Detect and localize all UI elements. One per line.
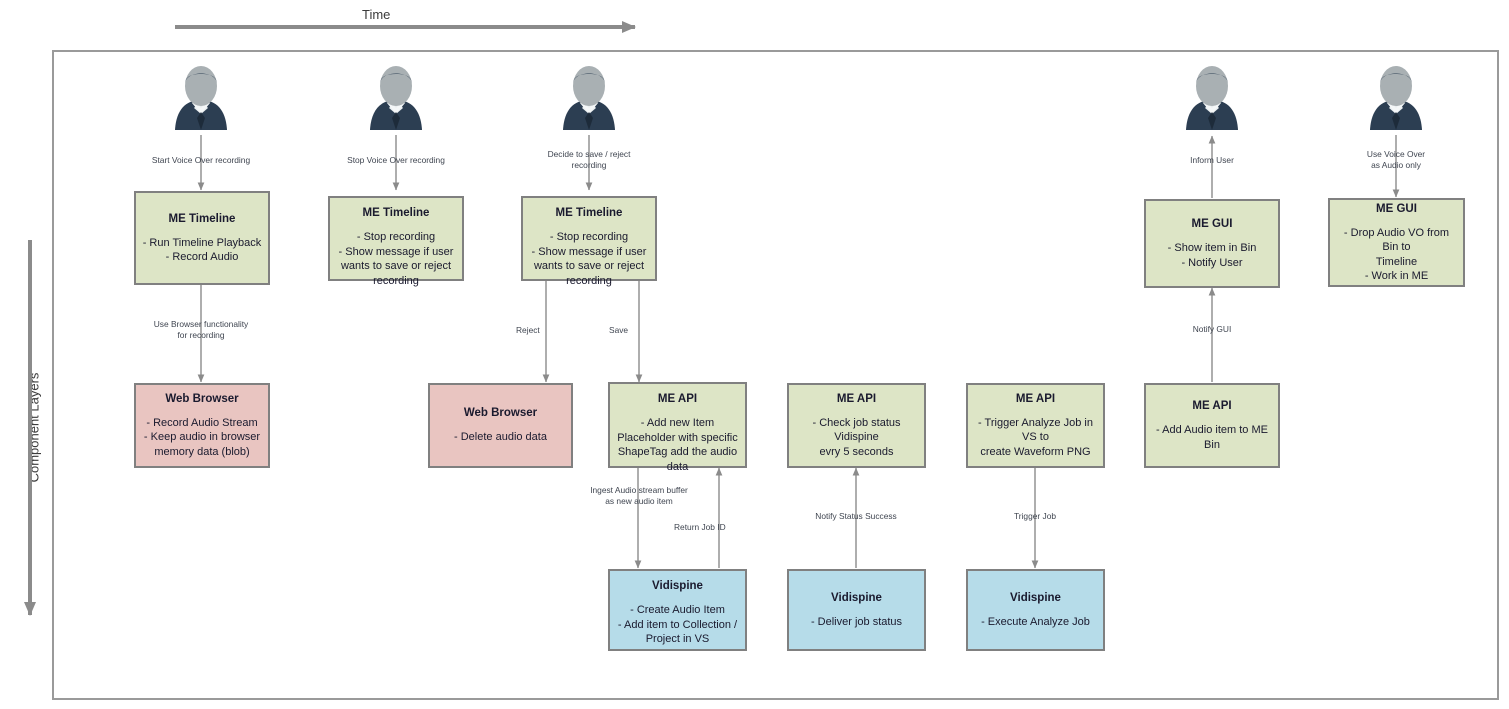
node-web-browser-2[interactable]: Web Browser - Delete audio data bbox=[428, 383, 573, 468]
node-title: ME Timeline bbox=[168, 212, 236, 225]
node-me-gui-1[interactable]: ME GUI - Show item in Bin - Notify User bbox=[1144, 199, 1280, 288]
node-me-api-1[interactable]: ME API - Add new Item Placeholder with s… bbox=[608, 382, 747, 473]
time-axis-label: Time bbox=[362, 7, 391, 22]
node-body: - Add Audio item to ME Bin bbox=[1156, 424, 1268, 451]
node-title: ME API bbox=[1192, 400, 1232, 412]
edge-label-inform-user: Inform User bbox=[1190, 155, 1234, 165]
node-title: ME API bbox=[836, 392, 877, 405]
node-title: Vidispine bbox=[1010, 591, 1061, 604]
node-body: - Record Audio Stream - Keep audio in br… bbox=[143, 416, 261, 458]
node-title: ME API bbox=[657, 393, 698, 405]
edge-label-use-voice-over: Use Voice Over as Audio only bbox=[1366, 149, 1426, 170]
component-layers-axis-label: Component Layers bbox=[26, 372, 42, 483]
node-title: ME Timeline bbox=[362, 207, 430, 219]
node-body: - Execute Analyze Job bbox=[981, 615, 1090, 628]
node-me-api-2[interactable]: ME API - Check job status Vidispine evry… bbox=[787, 383, 926, 468]
node-body: - Trigger Analyze Job in VS to create Wa… bbox=[978, 416, 1093, 458]
edge-label-notify-status-success: Notify Status Success bbox=[815, 511, 897, 521]
node-me-api-3[interactable]: ME API - Trigger Analyze Job in VS to cr… bbox=[966, 383, 1105, 468]
node-title: Vidispine bbox=[831, 591, 882, 604]
diagram-frame bbox=[52, 50, 1499, 700]
node-me-timeline-3[interactable]: ME Timeline - Stop recording - Show mess… bbox=[521, 196, 657, 287]
node-vidispine-1[interactable]: Vidispine - Create Audio Item - Add item… bbox=[608, 569, 747, 651]
node-body: - Create Audio Item - Add item to Collec… bbox=[617, 604, 738, 645]
node-vidispine-3[interactable]: Vidispine - Execute Analyze Job bbox=[966, 569, 1105, 651]
edge-label-return-job-id: Return Job ID bbox=[674, 522, 726, 532]
node-title: Vidispine bbox=[652, 580, 703, 592]
node-body: - Check job status Vidispine evry 5 seco… bbox=[812, 416, 901, 458]
node-title: ME GUI bbox=[1376, 202, 1417, 215]
node-body: - Delete audio data bbox=[454, 431, 547, 444]
node-body: - Add new Item Placeholder with specific… bbox=[617, 417, 738, 473]
edge-label-reject: Reject bbox=[516, 325, 540, 335]
node-title: ME API bbox=[1015, 392, 1056, 405]
node-me-timeline-1[interactable]: ME Timeline - Run Timeline Playback - Re… bbox=[134, 191, 270, 285]
node-body: - Stop recording - Show message if user … bbox=[338, 231, 454, 287]
node-title: ME GUI bbox=[1191, 218, 1233, 230]
node-body: - Stop recording - Show message if user … bbox=[531, 231, 647, 287]
edge-label-decide-save-reject: Decide to save / reject recording bbox=[547, 149, 631, 170]
edge-label-trigger-job: Trigger Job bbox=[1013, 511, 1057, 521]
node-body: - Drop Audio VO from Bin to Timeline - W… bbox=[1343, 226, 1450, 283]
node-web-browser-1[interactable]: Web Browser - Record Audio Stream - Keep… bbox=[134, 383, 270, 468]
node-title: ME Timeline bbox=[555, 207, 623, 219]
node-me-timeline-2[interactable]: ME Timeline - Stop recording - Show mess… bbox=[328, 196, 464, 287]
edge-label-notify-gui: Notify GUI bbox=[1192, 324, 1232, 334]
node-me-gui-2[interactable]: ME GUI - Drop Audio VO from Bin to Timel… bbox=[1328, 198, 1465, 287]
node-title: Web Browser bbox=[165, 392, 239, 405]
node-vidispine-2[interactable]: Vidispine - Deliver job status bbox=[787, 569, 926, 651]
node-me-api-4[interactable]: ME API - Add Audio item to ME Bin bbox=[1144, 383, 1280, 468]
node-body: - Deliver job status bbox=[810, 615, 903, 628]
user-avatar-icon bbox=[1186, 66, 1238, 130]
node-body: - Show item in Bin - Notify User bbox=[1167, 242, 1257, 269]
edge-label-ingest-audio-stream: Ingest Audio stream buffer as new audio … bbox=[590, 485, 688, 506]
user-avatar-icon bbox=[175, 66, 227, 130]
node-title: Web Browser bbox=[463, 407, 538, 420]
node-body: - Run Timeline Playback - Record Audio bbox=[142, 236, 262, 264]
user-avatar-icon bbox=[563, 66, 615, 130]
edge-label-save: Save bbox=[609, 325, 629, 335]
user-avatar-icon bbox=[370, 66, 422, 130]
user-avatar-icon bbox=[1370, 66, 1422, 130]
edge-label-use-browser-functionality: Use Browser functionality for recording bbox=[153, 319, 249, 340]
edge-label-start-voice-over: Start Voice Over recording bbox=[151, 155, 251, 165]
edge-label-stop-voice-over: Stop Voice Over recording bbox=[347, 155, 445, 165]
